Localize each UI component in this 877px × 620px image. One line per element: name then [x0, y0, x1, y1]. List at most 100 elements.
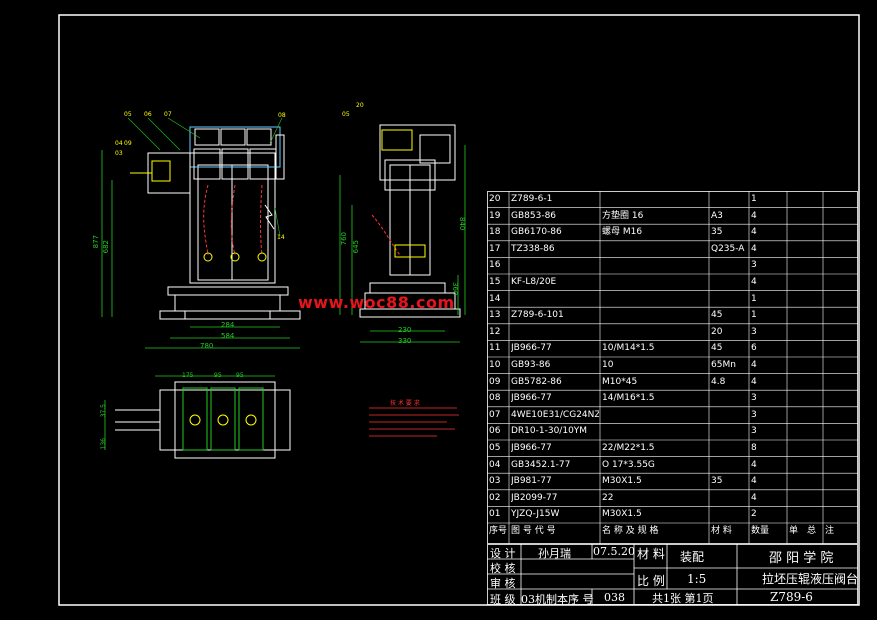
bom-row-11-no: 11 [489, 343, 501, 354]
bom-row-11-code: JB966-77 [511, 343, 552, 354]
front-balloon-14: 14 [277, 234, 285, 241]
bom-row-10-code: GB93-86 [511, 360, 551, 370]
notes-title: 技 术 要 求 [390, 400, 420, 407]
bom-row-02-no: 02 [489, 492, 501, 503]
bom-row-13-material: 45 [711, 310, 723, 321]
front-balloon-04: 04 [115, 140, 123, 147]
plan-dim-95b: 95 [236, 372, 244, 379]
title-block-grid [487, 544, 858, 605]
side-balloon-05: 05 [342, 111, 350, 118]
side-dim-645: 645 [352, 240, 360, 254]
bom-row-03-code: JB981-77 [511, 476, 552, 487]
side-balloon-20: 20 [356, 102, 364, 109]
bom-row-10-material: 65Mn [711, 360, 736, 370]
bom-row-06-code: DR10-1-30/10YM [511, 426, 588, 437]
plan-dim-136: 136 [100, 438, 107, 450]
watermark: www.woc88.com [298, 293, 455, 312]
front-leaders [127, 117, 283, 237]
side-dim-840: 840 [458, 217, 466, 231]
bom-row-09-name: M10*45 [602, 376, 638, 387]
bom-row-17-qty: 4 [751, 243, 757, 254]
bom-row-19-material: A3 [711, 210, 723, 221]
bom-row-16-no: 16 [489, 260, 501, 271]
tb-audit-label: 审 核 [490, 577, 516, 590]
plan-dim-37: 37.5 [100, 404, 107, 418]
front-dim-780: 780 [200, 342, 214, 350]
bom-row-07-no: 07 [489, 409, 501, 420]
bom-row-18-name: 螺母 M16 [602, 227, 643, 238]
front-dim-877: 877 [92, 235, 100, 249]
bom-row-06-no: 06 [489, 426, 501, 437]
plan-view [104, 375, 291, 459]
tb-school: 邵 阳 学 院 [769, 551, 834, 566]
tb-scale: 1:5 [687, 572, 707, 586]
bom-row-15-qty: 4 [751, 277, 757, 287]
outer-frame [58, 14, 860, 606]
bom-row-07-qty: 3 [751, 409, 757, 420]
bom-row-02-qty: 4 [751, 492, 757, 503]
tb-sheets: 共1张 第1页 [652, 592, 714, 605]
tb-class-label: 班 级 [490, 593, 516, 606]
front-balloon-05: 05 [124, 111, 132, 118]
tb-designer: 孙月瑞 [538, 547, 571, 560]
bom-header-material: 材 料 [711, 526, 732, 536]
bom-row-05-no: 05 [489, 443, 501, 453]
bom-row-18-no: 18 [489, 227, 501, 238]
side-dim-330: 330 [398, 337, 412, 345]
bom-header-name: 名 称 及 规 格 [602, 526, 659, 536]
tb-drawing-name: 拉坯压辊液压阀台 [762, 572, 859, 586]
bom-row-06-qty: 3 [751, 426, 757, 437]
bom-header-qty: 数量 [751, 526, 770, 536]
bom-row-12-material: 20 [711, 326, 723, 337]
side-view [339, 124, 466, 343]
bom-row-05-qty: 8 [751, 443, 757, 453]
bom-row-19-qty: 4 [751, 210, 757, 221]
bom-row-17-code: TZ338-86 [511, 243, 555, 254]
tb-drawing-no: Z789-6 [770, 590, 813, 604]
bom-header-total: 总 [807, 526, 817, 536]
tb-seq: 038 [604, 591, 625, 604]
bom-row-05-name: 22/M22*1.5 [602, 443, 655, 453]
side-dim-760: 760 [340, 232, 348, 246]
plan-dim-175: 175 [182, 372, 194, 379]
bom-row-04-qty: 4 [751, 459, 757, 470]
tb-design-label: 设 计 [490, 547, 516, 560]
bom-row-02-code: JB2099-77 [511, 492, 558, 503]
tb-check-label: 校 核 [490, 562, 516, 575]
bom-row-07-code: 4WE10E31/CG24NZ5L [511, 409, 599, 420]
bom-row-16-qty: 3 [751, 260, 757, 271]
bom-row-19-code: GB853-86 [511, 210, 557, 221]
bom-header-note: 注 [825, 526, 835, 536]
tb-date: 07.5.20 [593, 545, 635, 558]
bom-row-18-qty: 4 [751, 227, 757, 238]
bom-header-single: 单 [789, 526, 799, 536]
front-dim-284: 284 [221, 321, 235, 329]
bom-row-17-material: Q235-A [711, 243, 745, 254]
front-balloon-06: 06 [144, 111, 152, 118]
bom-row-13-no: 13 [489, 310, 501, 321]
bom-row-14-no: 14 [489, 293, 501, 304]
bom-row-10-qty: 4 [751, 360, 757, 370]
front-view [101, 126, 301, 349]
front-balloon-09: 09 [124, 140, 132, 147]
bom-row-11-name: 10/M14*1.5 [602, 343, 655, 354]
bom-row-01-name: M30X1.5 [602, 509, 642, 520]
bom-row-08-qty: 3 [751, 393, 757, 404]
front-balloon-07: 07 [164, 111, 172, 118]
bom-grid [487, 191, 858, 544]
bom-row-15-no: 15 [489, 277, 501, 287]
bom-row-15-code: KF-L8/20E [511, 277, 557, 287]
bom-row-20-code: Z789-6-1 [511, 194, 553, 204]
bom-row-18-code: GB6170-86 [511, 227, 562, 238]
bom-row-08-no: 08 [489, 393, 501, 404]
bom-row-10-name: 10 [602, 360, 614, 370]
bom-row-03-name: M30X1.5 [602, 476, 642, 487]
side-dim-360: 360 [451, 282, 459, 296]
bom-row-14-qty: 1 [751, 293, 757, 304]
bom-row-20-no: 20 [489, 194, 501, 204]
bom-row-20-qty: 1 [751, 194, 757, 204]
bom-row-11-qty: 6 [751, 343, 757, 354]
bom-row-11-material: 45 [711, 343, 723, 354]
bom-row-18-material: 35 [711, 227, 723, 238]
